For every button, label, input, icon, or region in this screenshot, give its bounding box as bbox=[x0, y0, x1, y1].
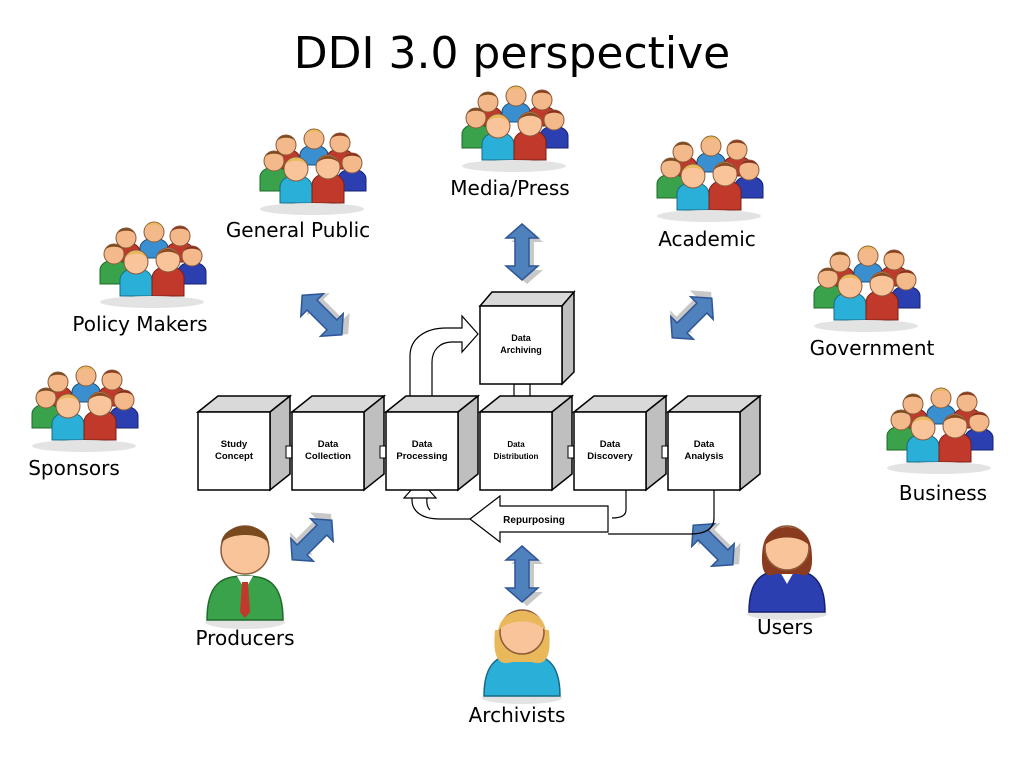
people-group-icon bbox=[461, 85, 569, 173]
government-label: Government bbox=[809, 336, 935, 360]
data-lifecycle: StudyConceptDataCollectionDataProcessing… bbox=[195, 289, 763, 544]
academic-label: Academic bbox=[658, 227, 756, 251]
data-analysis-line2: Analysis bbox=[684, 451, 723, 462]
archivists-label: Archivists bbox=[468, 703, 566, 727]
study-concept-line1: Study bbox=[221, 439, 248, 450]
archiving-arrow bbox=[409, 314, 479, 399]
data-archiving-line1: Data bbox=[511, 333, 532, 343]
data-archiving-box: Data Archiving bbox=[478, 289, 576, 386]
page-title: DDI 3.0 perspective bbox=[293, 28, 731, 79]
users-label: Users bbox=[756, 615, 814, 639]
data-processing-line1: Data bbox=[412, 439, 433, 450]
policy-makers-label: Policy Makers bbox=[72, 312, 208, 336]
repurposing-label: Repurposing bbox=[503, 515, 565, 526]
data-collection-line2: Collection bbox=[305, 451, 351, 462]
data-distribution-line2: Distribution bbox=[494, 452, 539, 461]
sponsors-label: Sponsors bbox=[28, 456, 120, 480]
people-group-icon bbox=[259, 128, 367, 216]
media-press-label: Media/Press bbox=[450, 176, 570, 200]
repurposing-arrow bbox=[469, 494, 609, 544]
repurposing-return-path bbox=[608, 488, 715, 535]
producers-label: Producers bbox=[195, 626, 295, 650]
data-archiving-line2: Archiving bbox=[500, 345, 542, 355]
people-group-icon bbox=[813, 245, 921, 333]
people-group-icon bbox=[886, 387, 994, 475]
people-group-icon bbox=[656, 135, 764, 223]
people-group-icon bbox=[31, 365, 139, 453]
user-person-icon bbox=[747, 525, 827, 620]
data-processing-line2: Processing bbox=[396, 451, 447, 462]
data-collection-line1: Data bbox=[318, 439, 339, 450]
producer-person-icon bbox=[205, 525, 285, 629]
archivist-person-icon bbox=[482, 609, 562, 704]
data-distribution-line1: Data bbox=[507, 440, 525, 449]
people-group-icon bbox=[99, 221, 207, 309]
data-analysis-line1: Data bbox=[694, 439, 715, 450]
general-public-label: General Public bbox=[225, 218, 371, 242]
data-discovery-line2: Discovery bbox=[587, 451, 633, 462]
data-discovery-line1: Data bbox=[600, 439, 621, 450]
study-concept-line2: Concept bbox=[215, 451, 254, 462]
business-label: Business bbox=[898, 481, 988, 505]
